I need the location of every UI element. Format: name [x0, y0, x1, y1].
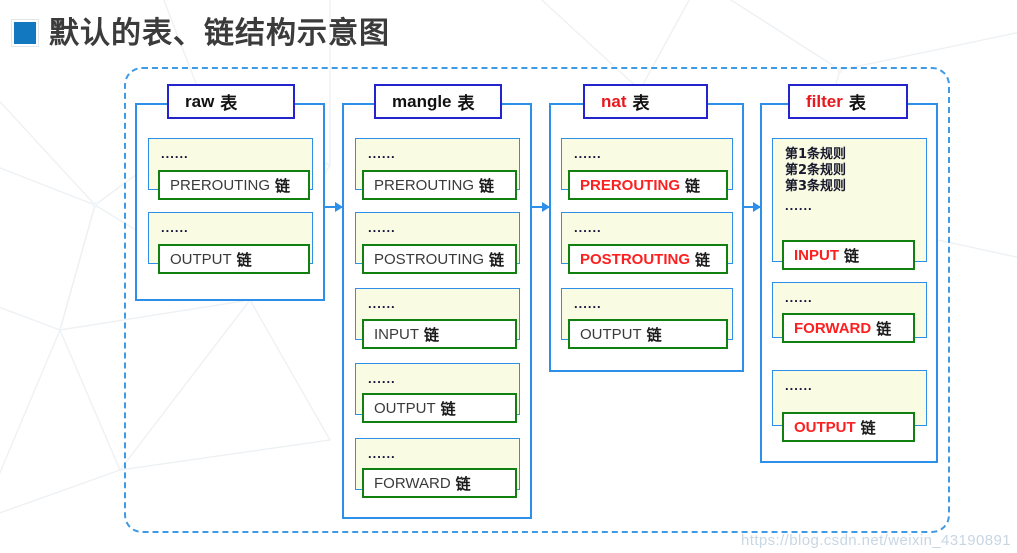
chain-suffix: 链 [275, 176, 291, 195]
chain-label-raw-output[interactable]: OUTPUT 链 [158, 244, 310, 274]
table-header-mangle-name: mangle [392, 91, 452, 111]
chain-dots: ...... [161, 146, 189, 161]
chain-name: POSTROUTING [374, 250, 485, 268]
chain-name: OUTPUT [374, 399, 436, 417]
chain-suffix: 链 [876, 319, 892, 338]
table-header-raw[interactable]: raw 表 [167, 84, 295, 119]
chain-name: POSTROUTING [580, 250, 691, 268]
chain-dots: ...... [574, 220, 602, 235]
table-header-nat-name: nat [601, 91, 627, 111]
rule-line: 第3条规则 [785, 179, 847, 194]
page-title-text: 默认的表、链结构示意图 [49, 16, 390, 51]
chain-name: OUTPUT [170, 250, 232, 268]
chain-label-mangle-postrouting[interactable]: POSTROUTING 链 [362, 244, 517, 274]
chain-dots: ...... [785, 378, 813, 393]
chain-label-raw-prerouting[interactable]: PREROUTING 链 [158, 170, 310, 200]
chain-label-nat-postrouting[interactable]: POSTROUTING 链 [568, 244, 728, 274]
table-header-mangle[interactable]: mangle 表 [374, 84, 502, 119]
chain-name: FORWARD [794, 319, 872, 337]
table-header-filter-name: filter [806, 91, 843, 111]
chain-label-mangle-output[interactable]: OUTPUT 链 [362, 393, 517, 423]
chain-dots: ...... [368, 371, 396, 386]
rule-line: 第2条规则 [785, 163, 847, 178]
chain-label-nat-prerouting[interactable]: PREROUTING 链 [568, 170, 728, 200]
table-header-mangle-suffix: 表 [457, 94, 475, 114]
chain-dots: ...... [785, 198, 813, 213]
chain-dots: ...... [574, 296, 602, 311]
rule-line: 第1条规则 [785, 147, 847, 162]
chain-suffix: 链 [479, 176, 495, 195]
table-header-filter-suffix: 表 [848, 94, 866, 114]
chain-label-mangle-forward[interactable]: FORWARD 链 [362, 468, 517, 498]
chain-dots: ...... [161, 220, 189, 235]
chain-name: PREROUTING [580, 176, 681, 194]
chain-suffix: 链 [646, 325, 662, 344]
chain-dots: ...... [368, 220, 396, 235]
chain-name: OUTPUT [794, 418, 856, 436]
bullet-square-icon [14, 21, 36, 44]
chain-suffix: 链 [685, 176, 701, 195]
chain-dots: ...... [785, 290, 813, 305]
table-header-filter[interactable]: filter 表 [788, 84, 908, 119]
chain-name: FORWARD [374, 474, 451, 492]
chain-dots: ...... [368, 146, 396, 161]
chain-label-filter-output[interactable]: OUTPUT 链 [782, 412, 915, 442]
chain-suffix: 链 [440, 399, 456, 418]
chain-suffix: 链 [455, 474, 471, 493]
chain-suffix: 链 [424, 325, 440, 344]
arrow-mangle-to-nat [532, 202, 550, 212]
page-title: 默认的表、链结构示意图 [14, 8, 390, 52]
chain-label-mangle-prerouting[interactable]: PREROUTING 链 [362, 170, 517, 200]
table-header-raw-suffix: 表 [220, 94, 238, 114]
chain-suffix: 链 [860, 418, 876, 437]
table-header-raw-name: raw [185, 91, 215, 111]
chain-suffix: 链 [489, 250, 505, 269]
chain-label-filter-forward[interactable]: FORWARD 链 [782, 313, 915, 343]
chain-name: INPUT [374, 325, 419, 343]
chain-name: PREROUTING [170, 176, 271, 194]
chain-name: PREROUTING [374, 176, 475, 194]
arrow-raw-to-mangle [325, 202, 343, 212]
chain-dots: ...... [368, 296, 396, 311]
chain-dots: ...... [574, 146, 602, 161]
table-header-nat[interactable]: nat 表 [583, 84, 708, 119]
chain-suffix: 链 [695, 250, 711, 269]
chain-name: INPUT [794, 246, 839, 264]
chain-dots: ...... [368, 446, 396, 461]
chain-label-nat-output[interactable]: OUTPUT 链 [568, 319, 728, 349]
chain-label-filter-input[interactable]: INPUT 链 [782, 240, 915, 270]
csdn-watermark: https://blog.csdn.net/weixin_43190891 [741, 532, 1011, 549]
chain-name: OUTPUT [580, 325, 642, 343]
arrow-nat-to-filter [744, 202, 761, 212]
table-header-nat-suffix: 表 [632, 94, 650, 114]
chain-suffix: 链 [844, 246, 860, 265]
chain-label-mangle-input[interactable]: INPUT 链 [362, 319, 517, 349]
chain-suffix: 链 [236, 250, 252, 269]
